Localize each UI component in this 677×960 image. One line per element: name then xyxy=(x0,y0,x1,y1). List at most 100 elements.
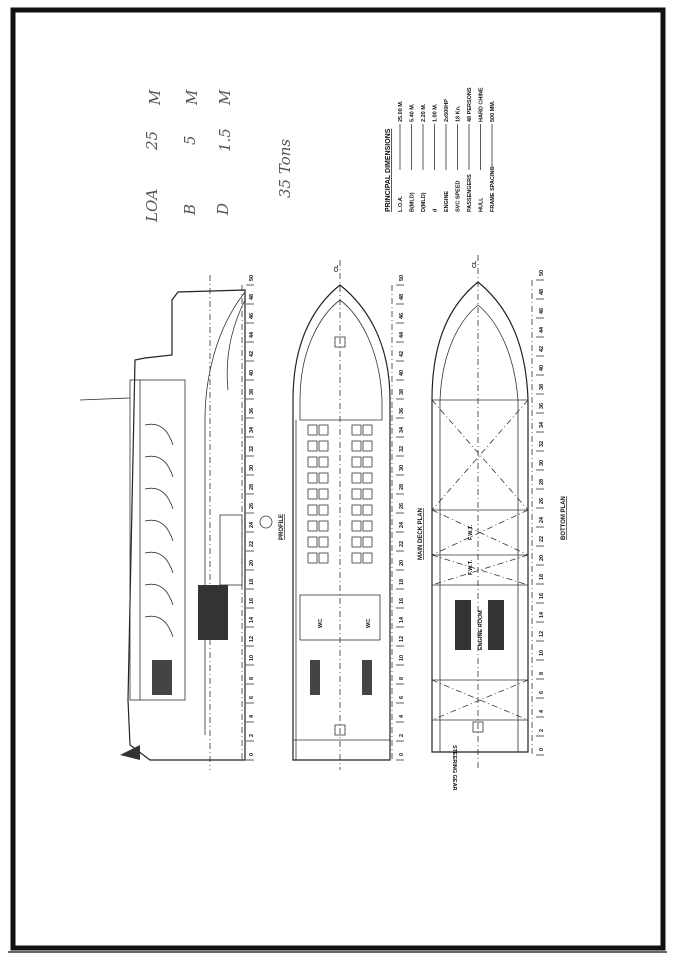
seat xyxy=(362,520,373,532)
galley-right xyxy=(362,660,372,695)
hand-loa-unit: M xyxy=(146,89,164,106)
frame-label: 2 xyxy=(539,729,545,732)
rudder-icon xyxy=(120,745,140,760)
steering-hatch xyxy=(472,721,484,733)
superstructure xyxy=(129,379,186,701)
dimension-row: d 1.00 M. xyxy=(433,103,439,212)
seat xyxy=(307,520,318,532)
bottom-chine xyxy=(439,304,519,752)
frame-scale-profile: 0246810121416182022242628303234363840424… xyxy=(241,275,255,761)
dimension-label: PASSENGERS xyxy=(467,174,473,212)
deck-outline xyxy=(292,284,391,761)
aft-hatch xyxy=(334,724,346,736)
seat xyxy=(362,552,373,564)
hand-b-value: 5 xyxy=(181,135,199,145)
fwt-label-2: F.W.T. xyxy=(468,560,474,575)
dimension-label: d xyxy=(433,209,439,212)
profile-engine xyxy=(198,585,228,640)
hand-b-unit: M xyxy=(183,89,201,106)
fwt-label-1: F.W.T. xyxy=(468,525,474,540)
seat xyxy=(307,456,318,468)
seat xyxy=(351,552,362,564)
dimension-row: B(MLD)5.40 M. xyxy=(410,103,416,212)
frame-label: 20 xyxy=(399,560,405,566)
frame-label: 16 xyxy=(249,598,255,604)
frame-label: 20 xyxy=(249,560,255,566)
frame-label: 22 xyxy=(539,536,545,542)
profile-generator xyxy=(152,660,172,695)
bulkhead-cross-marks xyxy=(431,399,529,721)
frame-label: 36 xyxy=(399,408,405,414)
frame-label: 50 xyxy=(249,275,255,281)
profile-seat xyxy=(144,615,174,638)
frame-label: 16 xyxy=(539,593,545,599)
frame-label: 0 xyxy=(249,753,255,756)
frame-label: 40 xyxy=(539,365,545,371)
dimension-row: L.O.A.25.00 M. xyxy=(398,100,404,212)
seat xyxy=(362,504,373,516)
principal-dimensions-table: PRINCIPAL DIMENSIONS L.O.A.25.00 M.B(MLD… xyxy=(385,87,496,212)
frame-label: 4 xyxy=(539,709,545,713)
seat xyxy=(307,488,318,500)
frame-label: 6 xyxy=(539,691,545,694)
frame-label: 38 xyxy=(249,389,255,395)
dimension-row: SVC SPEED 18 Kn. xyxy=(456,105,462,212)
seat xyxy=(351,424,362,436)
bulkheads xyxy=(432,399,528,721)
sheet-border xyxy=(10,7,666,951)
seat xyxy=(362,536,373,548)
hand-loa-label: LOA xyxy=(143,189,161,223)
seat xyxy=(307,536,318,548)
main-deck-plan-title: MAIN DECK PLAN xyxy=(418,508,424,560)
dimension-label: HULL xyxy=(479,197,485,212)
dimension-label: SVC SPEED xyxy=(456,180,462,212)
frame-label: 42 xyxy=(539,346,545,352)
seat xyxy=(351,440,362,452)
frame-label: 22 xyxy=(249,541,255,547)
seat xyxy=(318,456,329,468)
frame-label: 44 xyxy=(249,331,255,338)
seat xyxy=(318,488,329,500)
profile-seat xyxy=(144,487,174,510)
frame-label: 12 xyxy=(539,631,545,637)
propeller-symbol-icon xyxy=(259,515,273,529)
profile-stem-line xyxy=(226,299,246,391)
seat xyxy=(318,520,329,532)
frame-label: 32 xyxy=(399,446,405,452)
frame-label: 44 xyxy=(539,326,545,333)
profile-chine xyxy=(204,291,246,735)
profile-view: PROFILE xyxy=(79,275,285,770)
frame-label: 40 xyxy=(249,370,255,376)
frame-scale-deck: 0246810121416182022242628303234363840424… xyxy=(391,275,405,761)
frame-label: 8 xyxy=(249,677,255,680)
seat xyxy=(351,520,362,532)
frame-label: 24 xyxy=(249,521,255,528)
profile-hull-outline xyxy=(127,289,246,761)
frame-label: 6 xyxy=(399,696,405,699)
frame-label: 26 xyxy=(539,498,545,504)
frame-label: 10 xyxy=(249,655,255,661)
profile-seat xyxy=(144,455,174,478)
dimension-value: 18 Kn. xyxy=(456,105,462,122)
frame-label: 12 xyxy=(249,636,255,642)
bottom-cl-label: CL xyxy=(472,260,478,268)
wc-block xyxy=(299,594,381,641)
frame-label: 12 xyxy=(399,636,405,642)
frame-label: 48 xyxy=(399,294,405,300)
frame-label: 38 xyxy=(539,384,545,390)
hand-d-unit: M xyxy=(216,89,234,106)
frame-label: 42 xyxy=(249,351,255,357)
dimension-value: 500 MM. xyxy=(490,100,496,122)
hand-tonnage: 35 Tons xyxy=(276,139,294,198)
seat xyxy=(318,552,329,564)
dimension-value: 1.00 M. xyxy=(433,103,439,122)
dimension-label: B(MLD) xyxy=(410,192,416,212)
frame-label: 2 xyxy=(249,734,255,737)
seat xyxy=(307,472,318,484)
seat xyxy=(351,456,362,468)
seat xyxy=(307,504,318,516)
seat xyxy=(318,504,329,516)
frame-label: 40 xyxy=(399,370,405,376)
